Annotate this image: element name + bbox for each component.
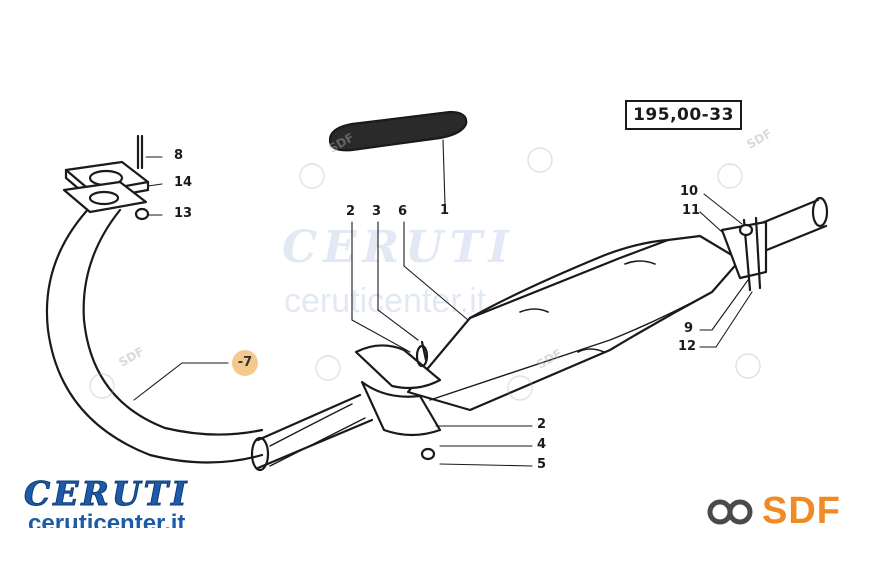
callout-14[interactable]: 14 — [174, 175, 193, 190]
callout-6[interactable]: 6 — [398, 204, 408, 219]
ceruti-logo-text: CERUTI — [24, 474, 190, 514]
callout-4[interactable]: 4 — [537, 437, 547, 452]
callout-2-lower[interactable]: 2 — [537, 417, 547, 432]
watermark-brand-name: CERUTI — [282, 222, 515, 273]
callout-9[interactable]: 9 — [684, 321, 694, 336]
sdf-emblem-icon — [707, 499, 753, 524]
callout-5[interactable]: 5 — [537, 457, 547, 472]
ceruti-url-text[interactable]: ceruticenter.it — [28, 510, 186, 528]
callout-10[interactable]: 10 — [680, 184, 699, 199]
drawing-code-label: 195,00-33 — [625, 100, 742, 130]
callout-7-highlighted[interactable]: -7 — [232, 350, 258, 376]
callout-12[interactable]: 12 — [678, 339, 697, 354]
callout-8[interactable]: 8 — [174, 148, 184, 163]
callout-11[interactable]: 11 — [682, 203, 701, 218]
callout-3[interactable]: 3 — [372, 204, 382, 219]
callout-2[interactable]: 2 — [346, 204, 356, 219]
sdf-logo: SDF — [706, 490, 841, 533]
watermark-brand-url: ceruticenter.it — [284, 282, 487, 320]
callout-1[interactable]: 1 — [440, 203, 450, 218]
sdf-logo-text: SDF — [762, 490, 841, 532]
callout-13[interactable]: 13 — [174, 206, 193, 221]
